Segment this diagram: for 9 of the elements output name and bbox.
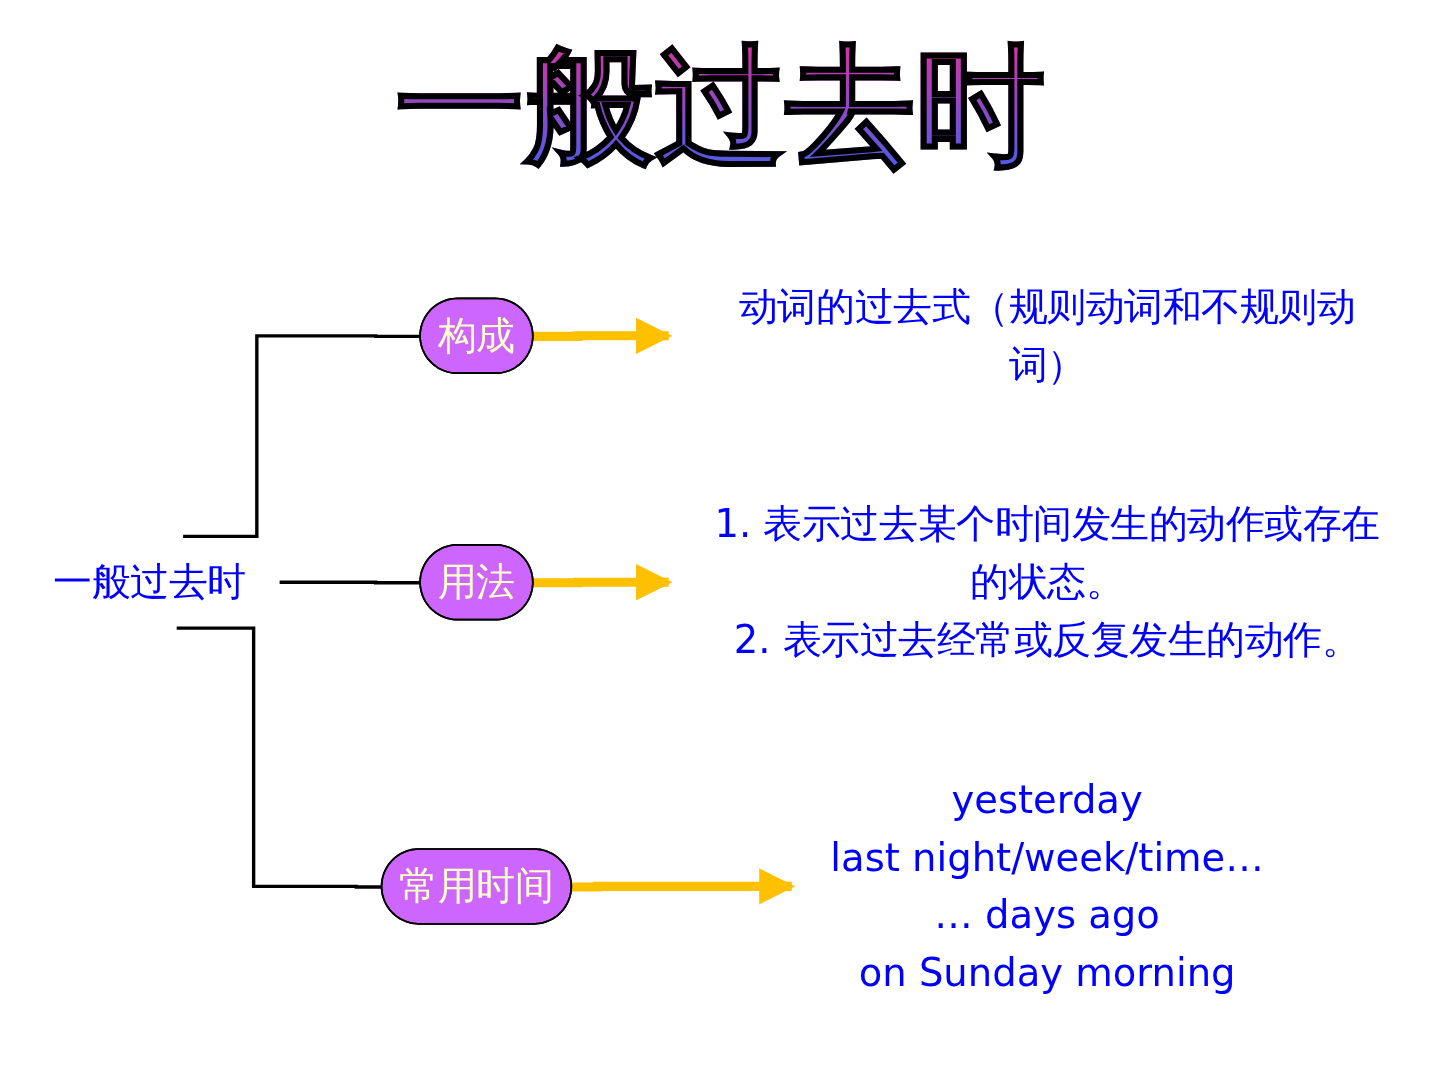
node-text: yesterday last night/week/time… … days ago on Sunday morning xyxy=(830,776,1264,996)
node-text: 动词的过去式（规则动词和不规则动词） xyxy=(738,283,1356,387)
connector xyxy=(279,580,421,585)
arrow xyxy=(571,868,796,905)
arrow xyxy=(533,564,673,601)
node-text: 一般过去时 xyxy=(53,559,246,605)
connector xyxy=(183,334,421,539)
arrow xyxy=(533,317,673,354)
node-text: 1. 表示过去某个时间发生的动作或存在的状态。 2. 表示过去经常或反复发生的动作。 xyxy=(714,501,1380,663)
